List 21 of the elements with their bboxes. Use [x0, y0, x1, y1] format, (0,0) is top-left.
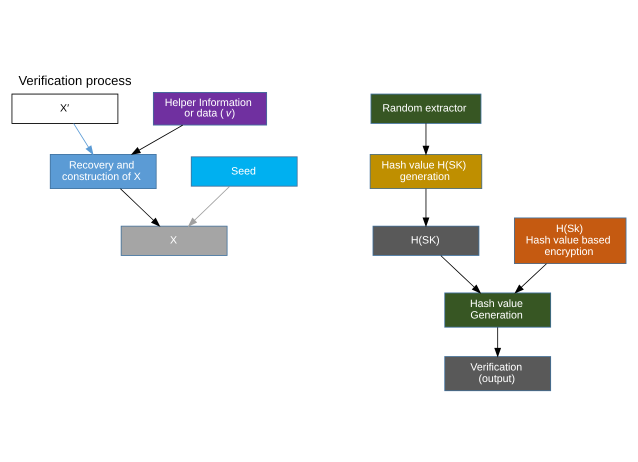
node-box: Seed [190, 156, 298, 187]
arrow [514, 263, 547, 294]
node-box: Helper Information or data (v) [152, 92, 268, 126]
node-box: Hash value H(SK) generation [370, 154, 482, 190]
arrow [494, 327, 502, 358]
arrow [130, 124, 184, 155]
arrow [188, 186, 230, 227]
arrow [422, 188, 430, 228]
diagram-title: Verification process [18, 72, 132, 88]
node-box: Verification (output) [444, 356, 552, 392]
node-box: Random extractor [370, 94, 482, 124]
arrow [73, 123, 94, 156]
node-box: H(SK) [372, 226, 480, 256]
arrow [422, 123, 430, 156]
node-box: Recovery and construction of X [50, 154, 157, 190]
node-box: H(Sk) Hash value based encryption [514, 218, 626, 264]
node-box: X [120, 226, 228, 256]
arrow [440, 255, 482, 294]
arrow [120, 188, 160, 227]
node-box: X′ [12, 94, 118, 124]
node-box: Hash value Generation [444, 292, 552, 328]
